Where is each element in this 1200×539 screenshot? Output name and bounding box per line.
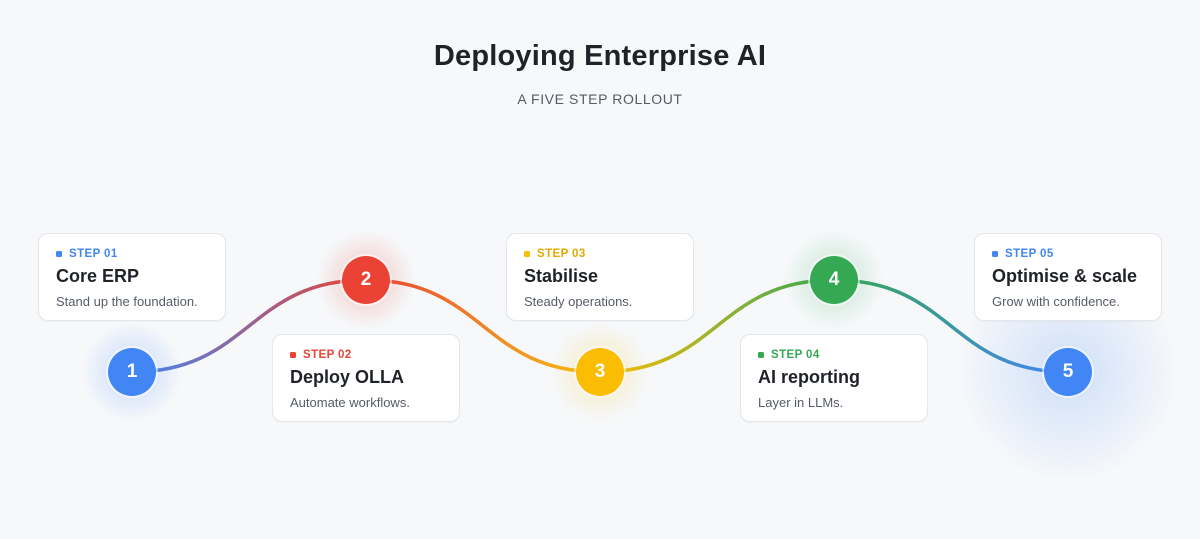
step-tag: STEP 05 bbox=[992, 247, 1144, 261]
page-subtitle: A FIVE STEP ROLLOUT bbox=[517, 91, 683, 107]
step-number: 5 bbox=[1062, 361, 1074, 382]
step-tag-label: STEP 04 bbox=[771, 349, 820, 361]
step-description: Steady operations. bbox=[524, 294, 633, 309]
step-title: AI reporting bbox=[758, 367, 860, 387]
step-title: Deploy OLLA bbox=[290, 367, 405, 387]
step-tag: STEP 04 bbox=[758, 348, 910, 362]
step-tag-label: STEP 05 bbox=[1005, 248, 1054, 260]
step-card-4: STEP 04 AI reporting Layer in LLMs. bbox=[740, 334, 928, 422]
step-tag-label: STEP 03 bbox=[537, 248, 586, 260]
step-node-3[interactable]: 3 bbox=[576, 348, 624, 396]
step-card-2: STEP 02 Deploy OLLA Automate workflows. bbox=[272, 334, 460, 422]
step-card-3: STEP 03 Stabilise Steady operations. bbox=[506, 233, 694, 321]
step-card-5: STEP 05 Optimise & scale Grow with confi… bbox=[974, 233, 1162, 321]
step-number: 4 bbox=[828, 269, 840, 290]
step-tag-label: STEP 02 bbox=[303, 349, 352, 361]
step-title: Stabilise bbox=[524, 266, 599, 286]
step-title: Optimise & scale bbox=[992, 266, 1138, 286]
page-title: Deploying Enterprise AI bbox=[433, 40, 767, 72]
step-description: Automate workflows. bbox=[290, 395, 410, 410]
step-dot-icon bbox=[290, 352, 296, 358]
step-dot-icon bbox=[758, 352, 764, 358]
step-node-5[interactable]: 5 bbox=[1044, 348, 1092, 396]
step-card-1: STEP 01 Core ERP Stand up the foundation… bbox=[38, 233, 226, 321]
step-title: Core ERP bbox=[56, 266, 140, 286]
step-tag: STEP 01 bbox=[56, 247, 208, 261]
step-description: Layer in LLMs. bbox=[758, 395, 844, 410]
step-dot-icon bbox=[992, 251, 998, 257]
step-node-4[interactable]: 4 bbox=[810, 256, 858, 304]
step-dot-icon bbox=[524, 251, 530, 257]
step-tag: STEP 02 bbox=[290, 348, 442, 362]
step-node-1[interactable]: 1 bbox=[108, 348, 156, 396]
step-tag: STEP 03 bbox=[524, 247, 676, 261]
step-tag-label: STEP 01 bbox=[69, 248, 118, 260]
step-node-2[interactable]: 2 bbox=[342, 256, 390, 304]
step-number: 2 bbox=[360, 269, 372, 290]
step-number: 3 bbox=[594, 361, 606, 382]
step-number: 1 bbox=[126, 361, 138, 382]
step-dot-icon bbox=[56, 251, 62, 257]
step-description: Stand up the foundation. bbox=[56, 294, 198, 309]
step-description: Grow with confidence. bbox=[992, 294, 1120, 309]
